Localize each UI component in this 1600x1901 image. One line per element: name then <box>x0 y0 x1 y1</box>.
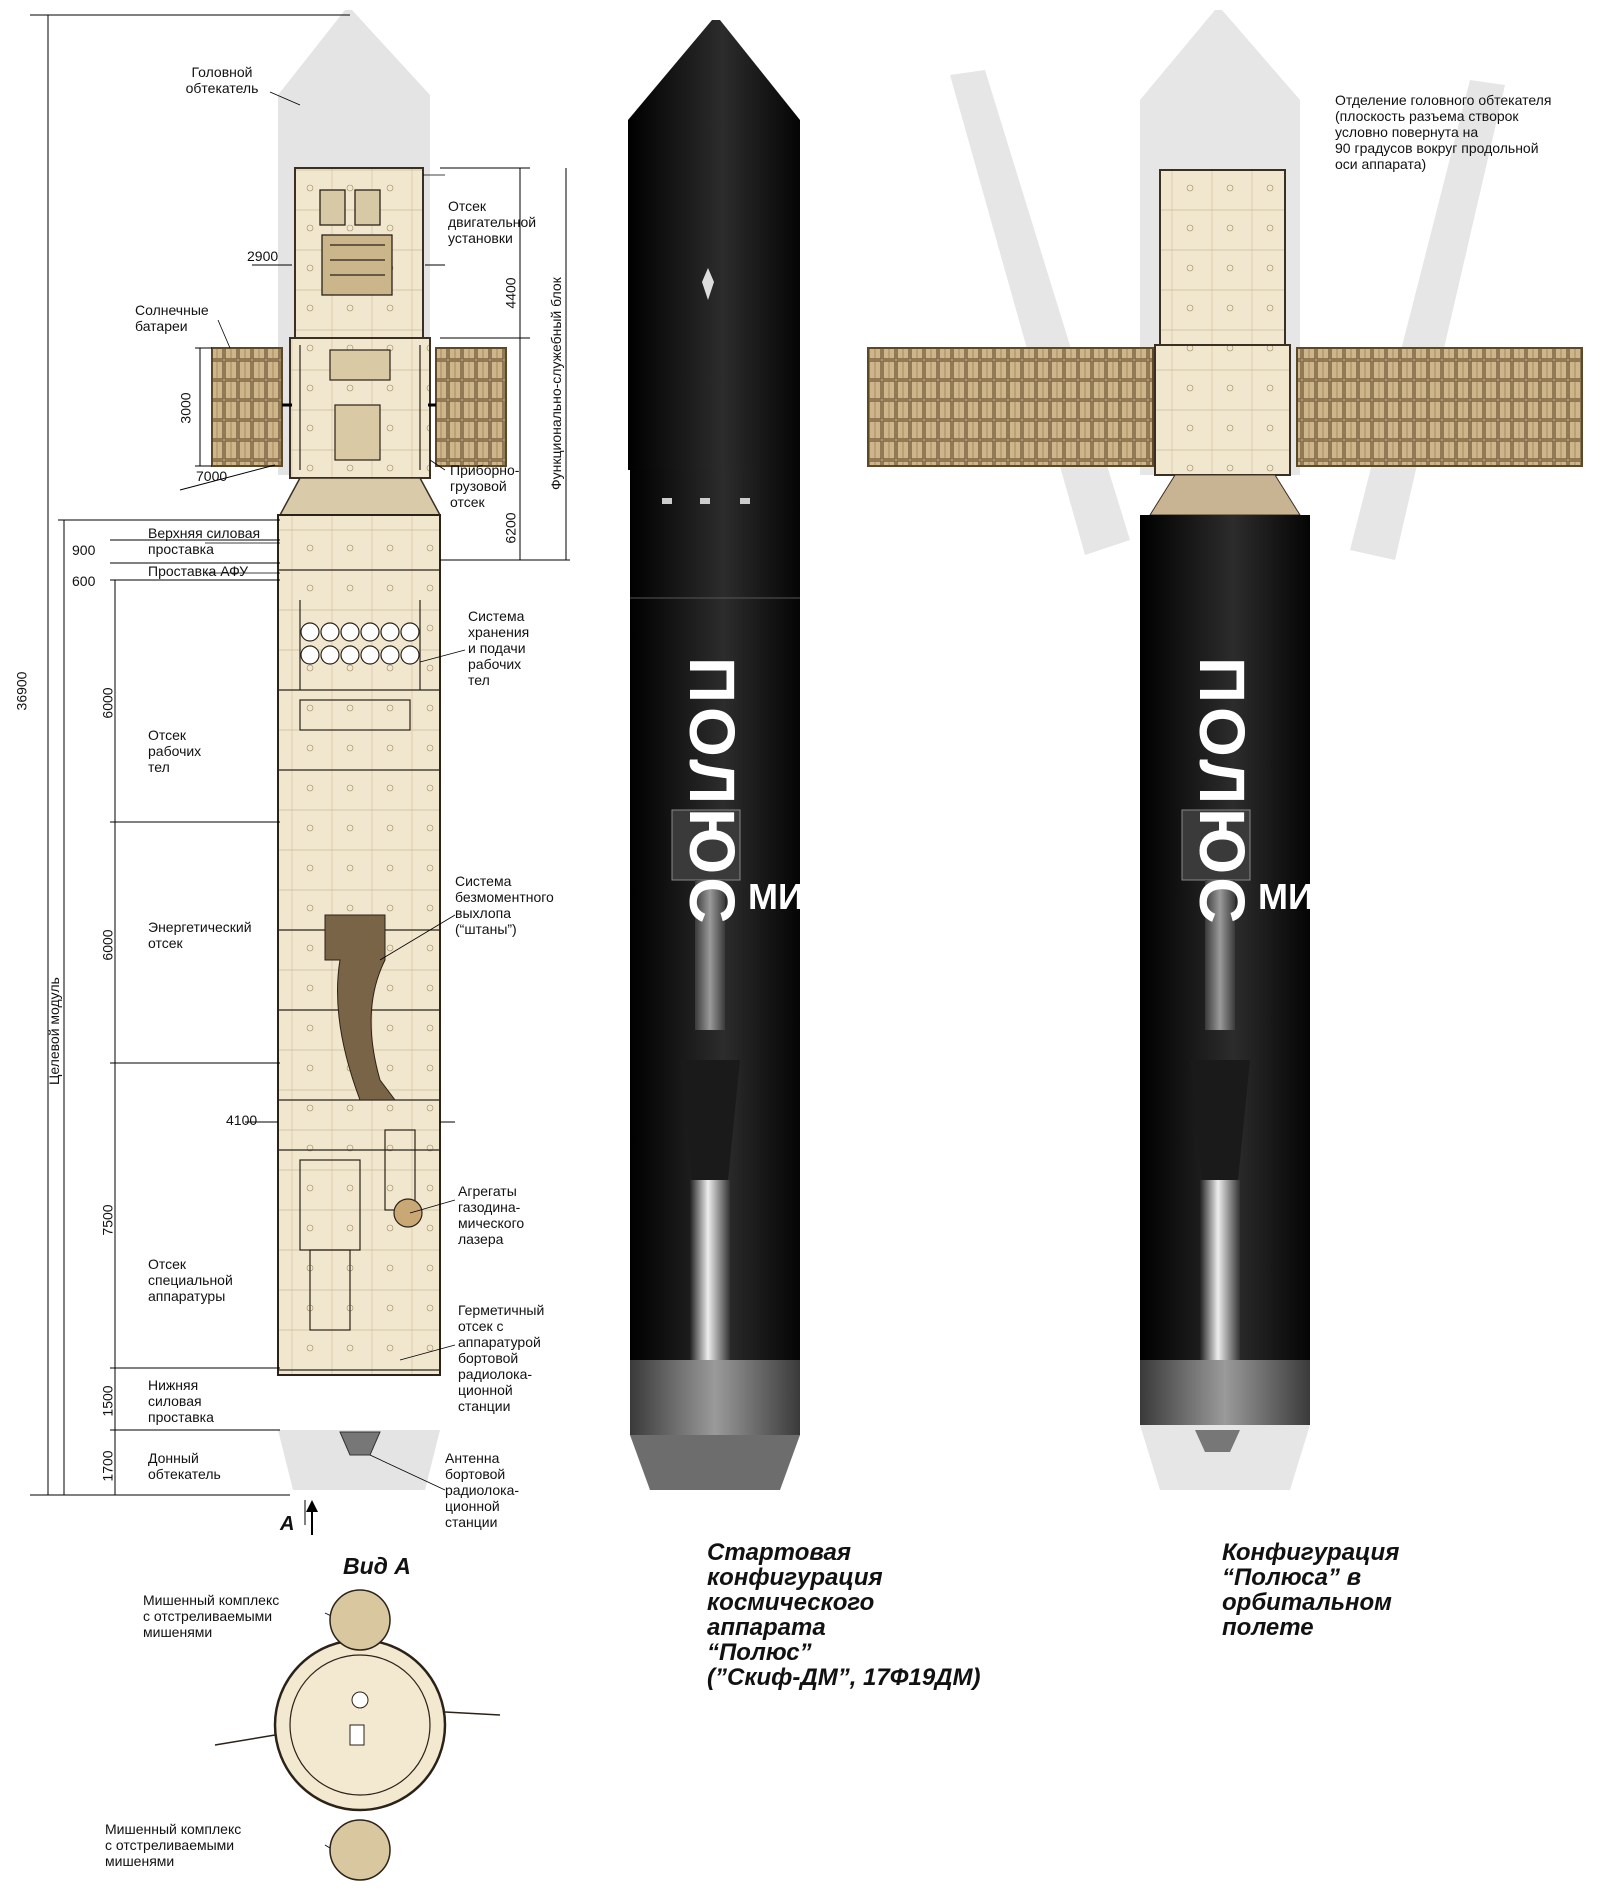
label-upper-adapter: Верхняя силовая проставка <box>148 525 261 557</box>
solar-panel-right <box>435 347 507 467</box>
launch-bottom <box>630 1360 800 1435</box>
dim-7500: 7500 <box>99 1204 116 1236</box>
label-target-complex-top: Мишенный комплекс с отстреливаемыми мише… <box>143 1592 280 1640</box>
view-a-title: Вид А <box>343 1553 411 1579</box>
label-special-equipment: Отсек специальной аппаратуры <box>148 1256 233 1304</box>
label-radar-antenna: Антенна бортовой радиолока- ционной стан… <box>445 1450 520 1530</box>
orbital-instrument-compartment <box>1154 344 1291 476</box>
dim-4100: 4100 <box>226 1112 258 1128</box>
fairing-half-left <box>950 70 1130 555</box>
launch-pylon <box>671 809 741 881</box>
label-target-module: Целевой модуль <box>46 977 62 1085</box>
orbital-bottom <box>1140 1360 1310 1425</box>
upper-adapter-shape <box>278 477 442 516</box>
label-bottom-fairing: Донный обтекатель <box>148 1450 221 1482</box>
label-storage-system: Система хранения и подачи рабочих тел <box>468 608 530 688</box>
dim-6200: 6200 <box>502 512 519 544</box>
caption-orbital-config: Конфигурация “Полюса” в орбитальном поле… <box>1222 1539 1400 1641</box>
dim-6000-b: 6000 <box>99 929 116 961</box>
orbital-solar-left <box>867 347 1154 467</box>
dim-4400: 4400 <box>502 277 519 309</box>
view-a-section <box>214 1589 501 1881</box>
dim-600: 600 <box>72 573 96 589</box>
dim-3000: 3000 <box>177 392 194 424</box>
label-fairing-separation: Отделение головного обтекателя (плоскост… <box>1335 92 1552 172</box>
dim-2900: 2900 <box>247 248 279 264</box>
label-instrument-cargo: Приборно- грузовой отсек <box>450 462 520 510</box>
label-functional-block: Функционально-служебный блок <box>548 277 564 490</box>
label-engine-compartment: Отсек двигательной установки <box>448 198 537 246</box>
dim-1700: 1700 <box>99 1450 116 1482</box>
dim-6000-a: 6000 <box>99 687 116 719</box>
orbital-engine-compartment <box>1159 169 1286 346</box>
label-afu-adapter: Проставка АФУ <box>148 563 249 579</box>
label-solar-batteries: Солнечные батареи <box>135 302 209 334</box>
view-arrow-label: А <box>280 1513 295 1535</box>
orbital-config-view <box>867 10 1583 1490</box>
caption-launch-config: Стартовая конфигурация космического аппа… <box>707 1539 981 1691</box>
label-momentless-exhaust: Система безмоментного выхлопа (“штаны”) <box>455 873 554 937</box>
dim-900: 900 <box>72 542 96 558</box>
label-head-fairing: Головной обтекатель <box>185 64 259 96</box>
dim-7000: 7000 <box>196 468 228 484</box>
launch-mir-lettering: МИ <box>748 876 804 917</box>
label-laser-units: Агрегаты газодина- мического лазера <box>458 1183 525 1247</box>
label-target-complex-bottom: Мишенный комплекс с отстреливаемыми мише… <box>105 1821 242 1869</box>
dim-36900: 36900 <box>13 671 30 711</box>
orbital-polus-lettering: ПОЛЮС <box>1186 657 1258 928</box>
orbital-solar-right <box>1296 347 1583 467</box>
solar-panel-left <box>211 347 283 467</box>
label-lower-adapter: Нижняя силовая проставка <box>148 1377 214 1425</box>
launch-polus-lettering: ПОЛЮС <box>676 657 748 928</box>
dim-1500: 1500 <box>99 1385 116 1417</box>
label-sealed-radar-compartment: Герметичный отсек с аппаратурой бортовой… <box>458 1302 545 1414</box>
orbital-mir-lettering: МИ <box>1258 876 1314 917</box>
bottom-fairing-shape <box>278 1430 440 1490</box>
launch-config-view <box>628 20 800 1490</box>
label-working-fluid-compartment: Отсек рабочих тел <box>148 727 202 775</box>
label-energy-compartment: Энергетический отсек <box>148 919 252 951</box>
launch-nose <box>628 20 800 470</box>
momentless-exhaust-shape <box>324 914 396 1101</box>
cutaway-view <box>30 10 570 1881</box>
